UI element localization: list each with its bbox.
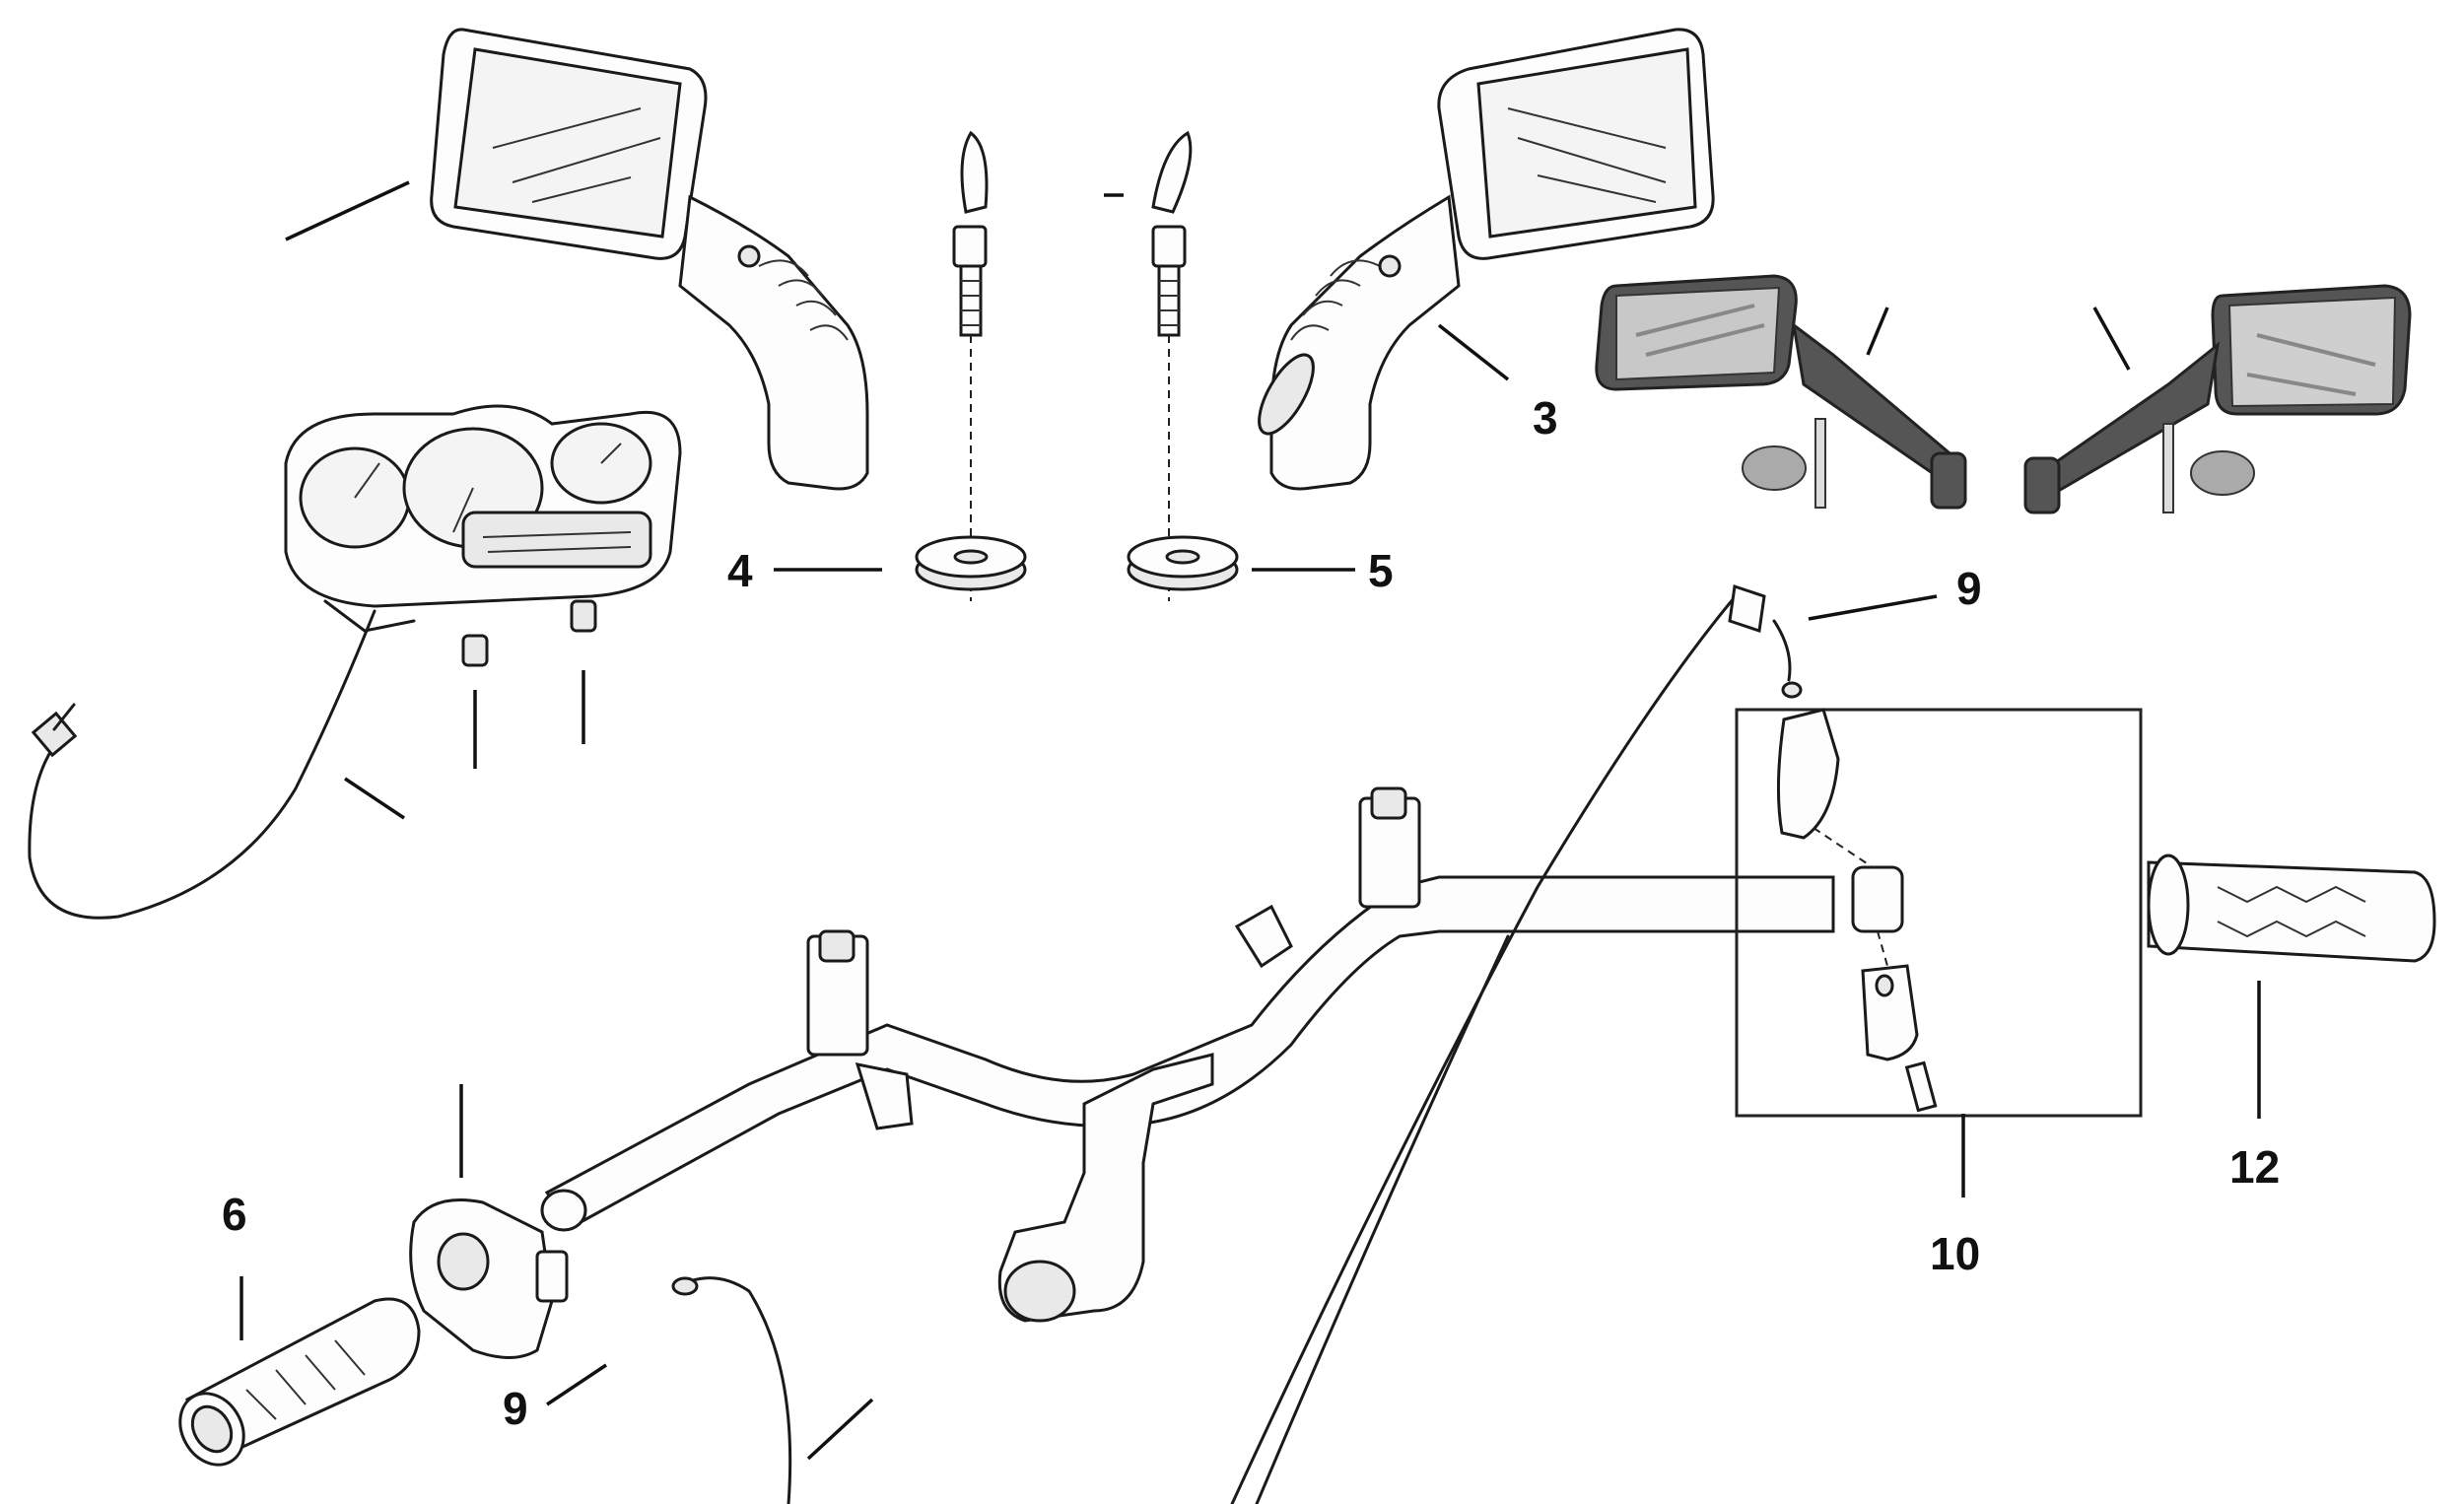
- mirror-bolt-icon: [1151, 130, 1193, 601]
- callout-9-bottom: 9: [503, 1383, 528, 1434]
- callout-6: 6: [222, 1189, 247, 1240]
- washer-icon: [915, 535, 1027, 591]
- callout-3: 3: [1533, 392, 1558, 444]
- washer-icon: [1127, 535, 1239, 591]
- brake-lever-clamp-icon: [1735, 708, 2143, 1197]
- callout-12: 12: [2229, 1141, 2280, 1193]
- leader-line: [546, 1363, 607, 1406]
- mirror-bolt-icon: [952, 130, 989, 601]
- throttle-housing-icon: [409, 1084, 569, 1359]
- mirror-photo-left-icon: [1595, 274, 1967, 510]
- leader-line: [2092, 307, 2131, 371]
- right-grip-icon: [2147, 854, 2436, 1119]
- instrument-cluster-icon: [284, 404, 682, 769]
- speedometer-cable-icon: [28, 609, 405, 920]
- leader-line: [1437, 323, 1510, 381]
- leader-line: [285, 180, 410, 241]
- leader-line: [1866, 307, 1889, 356]
- leader-line: [1808, 594, 1938, 621]
- mirror-photo-right-icon: [2023, 284, 2412, 514]
- callout-4: 4: [727, 545, 753, 596]
- mirror-right-icon: [1258, 28, 1715, 491]
- left-grip-icon: [178, 1297, 421, 1467]
- mirror-left-icon: [430, 28, 869, 491]
- callout-10: 10: [1930, 1228, 1980, 1279]
- callout-5: 5: [1368, 545, 1394, 596]
- callout-9-top: 9: [1956, 563, 1982, 614]
- throttle-cable-icon: [671, 584, 1803, 1504]
- handlebar-icon: [540, 786, 1835, 1323]
